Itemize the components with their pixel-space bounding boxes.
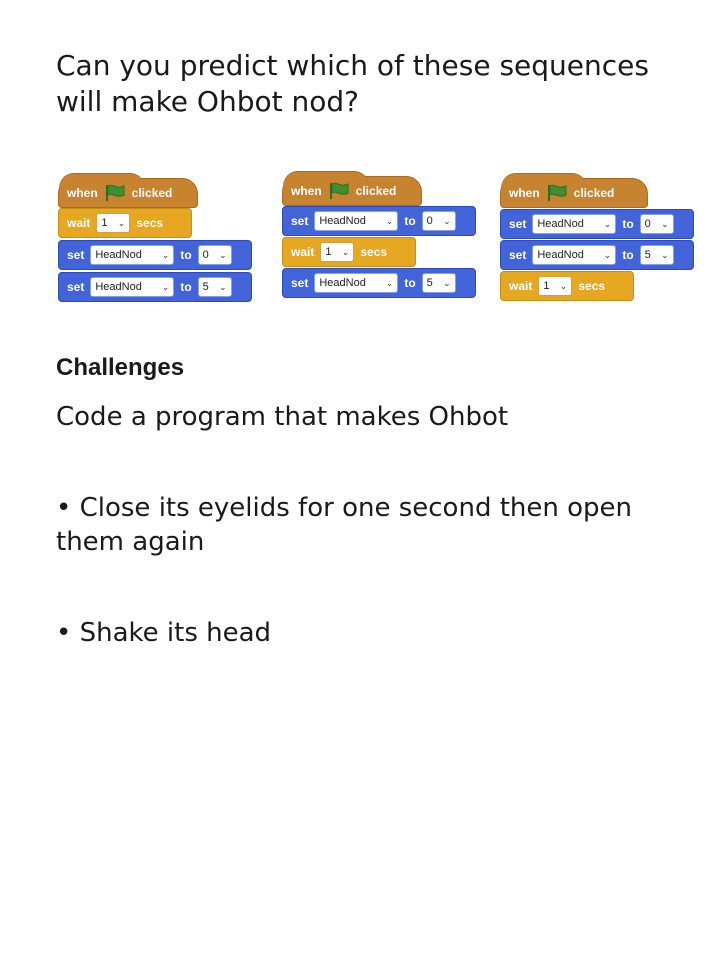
block-keyword: clicked [573,186,615,200]
when-flag-clicked-block[interactable]: when clicked [500,173,648,208]
block-keyword: to [180,280,192,294]
block-keyword: to [622,217,634,231]
green-flag-icon [328,182,350,200]
challenge-item: • Shake its head [56,618,272,648]
wait-seconds-dropdown[interactable]: 1⌄ [320,242,355,262]
green-flag-icon [546,184,568,202]
wait-block[interactable]: wait 1⌄ secs [58,208,192,238]
block-keyword: set [67,280,85,294]
block-keyword: set [291,214,309,228]
position-dropdown[interactable]: 5⌄ [421,273,456,293]
motor-dropdown[interactable]: HeadNod⌄ [532,214,617,234]
motor-dropdown[interactable]: HeadNod⌄ [532,245,617,265]
position-dropdown[interactable]: 0⌄ [421,211,456,231]
position-dropdown[interactable]: 5⌄ [197,277,232,297]
set-motor-block[interactable]: set HeadNod⌄ to 5⌄ [58,272,252,302]
block-keyword: clicked [131,186,173,200]
when-flag-clicked-block[interactable]: when clicked [58,173,198,208]
motor-dropdown[interactable]: HeadNod⌄ [314,211,399,231]
block-keyword: secs [360,245,388,259]
motor-dropdown[interactable]: HeadNod⌄ [314,273,399,293]
set-motor-block[interactable]: set HeadNod⌄ to 0⌄ [282,206,476,236]
position-dropdown[interactable]: 0⌄ [197,245,232,265]
block-keyword: secs [578,279,606,293]
wait-block[interactable]: wait 1⌄ secs [282,237,416,267]
block-keyword: when [291,184,322,198]
challenges-intro: Code a program that makes Ohbot [56,402,509,432]
block-keyword: wait [67,216,91,230]
wait-seconds-dropdown[interactable]: 1⌄ [96,213,131,233]
block-keyword: when [509,186,540,200]
set-motor-block[interactable]: set HeadNod⌄ to 0⌄ [58,240,252,270]
when-flag-clicked-block[interactable]: when clicked [282,171,422,206]
wait-seconds-dropdown[interactable]: 1⌄ [538,276,573,296]
block-keyword: to [404,276,416,290]
block-keyword: to [180,248,192,262]
green-flag-icon [104,184,126,202]
wait-block[interactable]: wait 1⌄ secs [500,271,634,301]
set-motor-block[interactable]: set HeadNod⌄ to 0⌄ [500,209,694,239]
block-keyword: secs [136,216,164,230]
set-motor-block[interactable]: set HeadNod⌄ to 5⌄ [282,268,476,298]
block-keyword: set [291,276,309,290]
block-keyword: set [509,217,527,231]
motor-dropdown[interactable]: HeadNod⌄ [90,277,175,297]
motor-dropdown[interactable]: HeadNod⌄ [90,245,175,265]
question-text: Can you predict which of these sequences… [56,49,649,118]
position-dropdown[interactable]: 5⌄ [639,245,674,265]
block-keyword: when [67,186,98,200]
block-keyword: clicked [355,184,397,198]
challenge-item: • Close its eyelids for one second then … [56,493,633,557]
block-keyword: wait [509,279,533,293]
block-keyword: to [622,248,634,262]
position-dropdown[interactable]: 0⌄ [639,214,674,234]
block-keyword: to [404,214,416,228]
challenges-heading: Challenges [56,354,185,381]
block-keyword: set [67,248,85,262]
set-motor-block[interactable]: set HeadNod⌄ to 5⌄ [500,240,694,270]
block-keyword: wait [291,245,315,259]
block-keyword: set [509,248,527,262]
